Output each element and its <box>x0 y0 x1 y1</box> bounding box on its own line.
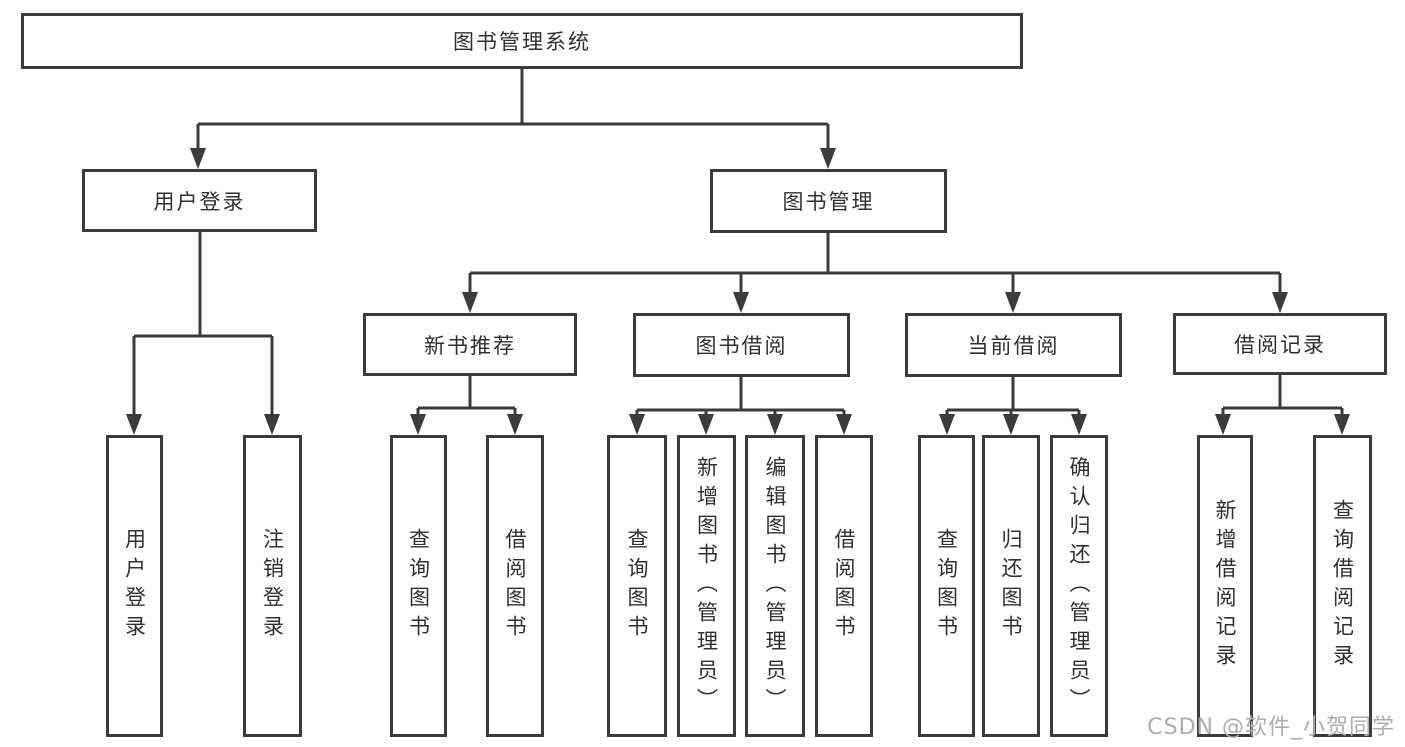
node-book-borrowing: 图书借阅 <box>633 313 850 377</box>
leaf-logout: 注销登录 <box>243 435 302 737</box>
leaf-borrow-books-borrowing: 借阅图书 <box>815 435 873 737</box>
edge-borrowing-records-to-leaves <box>1215 375 1350 435</box>
watermark: CSDN @软件_小贺同学 <box>1147 715 1395 740</box>
leaf-confirm-return-admin: 确认归还（管理员） <box>1050 435 1108 737</box>
leaf-edit-book-admin: 编辑图书（管理员） <box>745 435 805 737</box>
leaf-query-books-borrowing: 查询图书 <box>607 435 667 737</box>
node-current-borrowing: 当前借阅 <box>905 313 1122 377</box>
leaf-add-book-admin: 新增图书（管理员） <box>677 435 736 737</box>
node-root: 图书管理系统 <box>21 13 1023 69</box>
leaf-user-login: 用户登录 <box>106 435 163 737</box>
node-book-management: 图书管理 <box>710 169 947 233</box>
leaf-query-books-current: 查询图书 <box>918 435 975 737</box>
edge-user-login-to-leaves <box>126 232 280 435</box>
leaf-add-borrow-record: 新增借阅记录 <box>1197 435 1253 737</box>
leaf-borrow-books-recommend: 借阅图书 <box>486 435 544 737</box>
node-new-book-recommend: 新书推荐 <box>363 313 577 376</box>
leaf-query-books-recommend: 查询图书 <box>390 435 447 737</box>
edge-current-borrowing-to-leaves <box>939 377 1087 435</box>
leaf-query-borrow-record: 查询借阅记录 <box>1313 435 1372 737</box>
edge-root-to-level2 <box>190 69 836 169</box>
edge-book-borrowing-to-leaves <box>629 377 852 435</box>
node-borrowing-records: 借阅记录 <box>1173 313 1387 375</box>
leaf-return-books: 归还图书 <box>982 435 1040 737</box>
node-user-login: 用户登录 <box>82 169 317 232</box>
edge-book-management-to-level3 <box>462 233 1288 313</box>
edge-new-book-recommend-to-leaves <box>410 376 523 435</box>
